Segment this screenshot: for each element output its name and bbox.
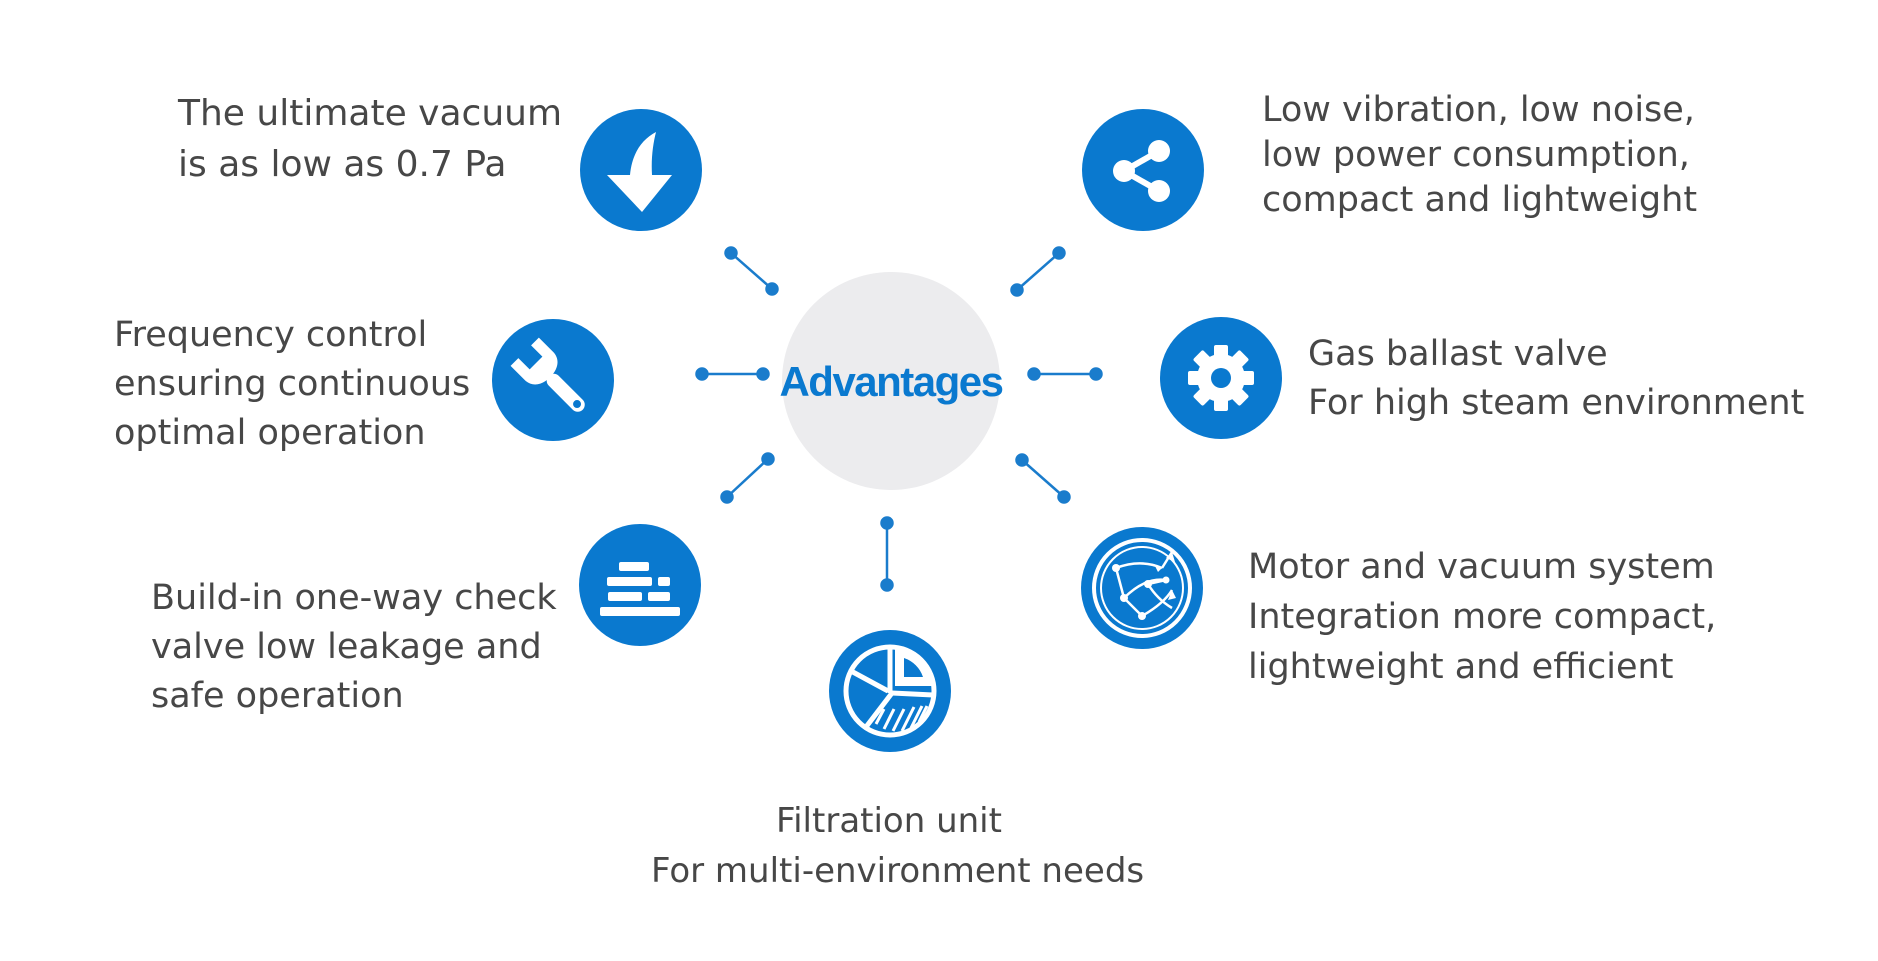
feature-motor-integration-label: Motor and vacuum system Integration more… <box>1248 547 1717 687</box>
share-icon <box>1082 109 1204 231</box>
feature-gas-ballast-label: Gas ballast valve For high steam environ… <box>1308 334 1805 423</box>
down-arrow-icon <box>580 109 702 231</box>
feature-filtration-unit-label: Filtration unit For multi-environment ne… <box>651 801 1145 891</box>
connector-filtration-unit <box>880 516 894 592</box>
advantages-hub <box>782 272 1000 490</box>
connector-motor-integration <box>1015 453 1071 504</box>
feature-low-vibration-label: Low vibration, low noise, low power cons… <box>1262 90 1698 220</box>
connector-ultimate-vacuum <box>724 246 779 296</box>
connectors <box>695 246 1103 592</box>
connector-check-valve <box>720 452 775 504</box>
connector-low-vibration <box>1010 246 1066 297</box>
hub-title: Advantages <box>779 358 1002 405</box>
feature-ultimate-vacuum-label: The ultimate vacuum is as low as 0.7 Pa <box>178 93 563 185</box>
connector-gas-ballast <box>1027 367 1103 381</box>
feature-check-valve-label: Build-in one-way check valve low leakage… <box>151 578 557 716</box>
connector-frequency-control <box>695 367 770 381</box>
wrench-icon <box>492 319 614 441</box>
feature-frequency-control-label: Frequency control ensuring continuous op… <box>114 315 471 453</box>
gear-icon <box>1160 317 1282 439</box>
stacked-bars-icon <box>579 524 701 646</box>
pie-chart-icon <box>829 630 951 752</box>
network-globe-icon <box>1081 527 1203 649</box>
